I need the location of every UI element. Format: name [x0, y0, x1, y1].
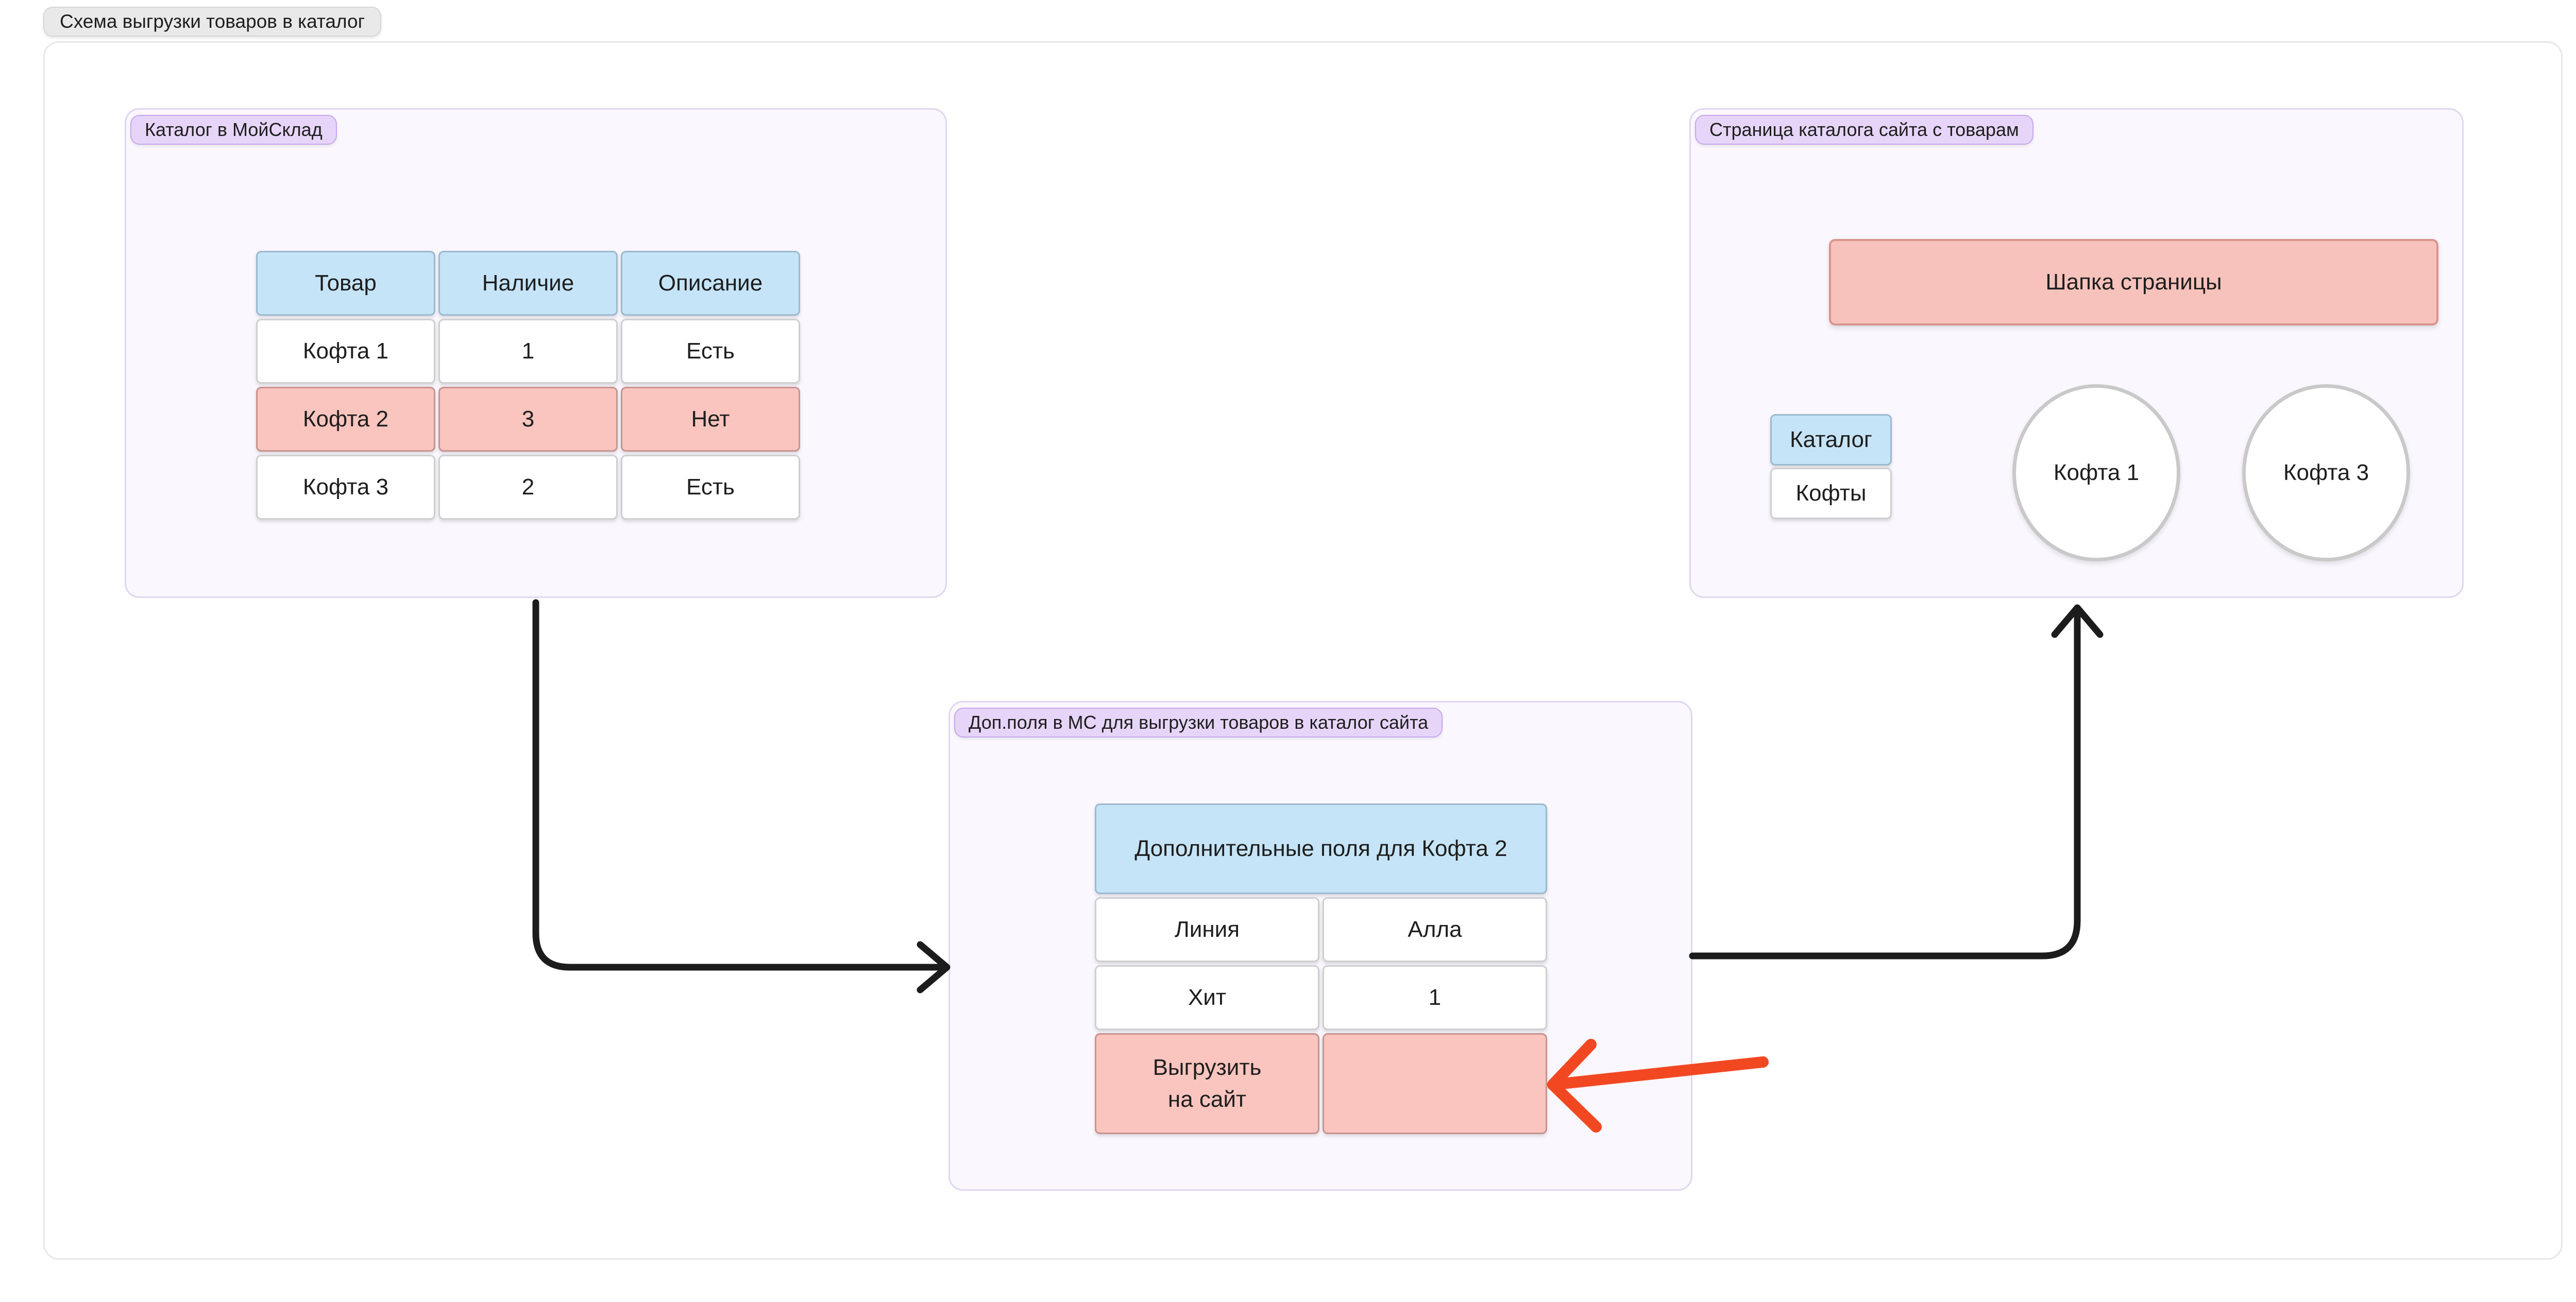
extra-fields-table-cell[interactable]: Алла — [1323, 897, 1547, 962]
box-site-catalog-page-label[interactable]: Страница каталога сайта с товарам — [1695, 115, 2033, 145]
extra-fields-table-cell-highlighted[interactable]: Выгрузить на сайт — [1095, 1033, 1319, 1134]
page-header-shape[interactable]: Шапка страницы — [1829, 239, 2438, 326]
products-table-cell[interactable]: Есть — [621, 455, 800, 520]
products-table-cell[interactable]: 1 — [438, 319, 618, 384]
product-circle[interactable]: Кофта 3 — [2242, 384, 2410, 561]
products-table-cell[interactable]: 2 — [438, 455, 618, 520]
box-extra-fields-label[interactable]: Доп.поля в МС для выгрузки товаров в кат… — [954, 708, 1443, 738]
extra-fields-table-cell[interactable]: Линия — [1095, 897, 1319, 962]
products-table-header-cell[interactable]: Товар — [256, 251, 435, 316]
catalog-menu-table: Каталог Кофты — [1770, 414, 1892, 519]
box-catalog-moysklad-label[interactable]: Каталог в МойСклад — [130, 115, 337, 145]
catalog-menu-cell[interactable]: Кофты — [1770, 468, 1892, 519]
extra-fields-table-cell[interactable]: 1 — [1323, 965, 1547, 1030]
products-table-cell-highlighted[interactable]: Нет — [621, 387, 800, 452]
box-extra-fields[interactable]: Доп.поля в МС для выгрузки товаров в кат… — [948, 701, 1692, 1191]
products-table-cell[interactable]: Кофта 3 — [256, 455, 435, 520]
extra-fields-table: Дополнительные поля для Кофта 2 Линия Ал… — [1095, 803, 1547, 1134]
product-circle[interactable]: Кофта 1 — [2012, 384, 2180, 561]
section-title-tab[interactable]: Схема выгрузки товаров в каталог — [43, 7, 382, 37]
box-catalog-moysklad[interactable]: Каталог в МойСклад Товар Наличие Описани… — [125, 108, 947, 598]
extra-fields-table-cell[interactable]: Хит — [1095, 965, 1319, 1030]
products-table-header-cell[interactable]: Наличие — [438, 251, 618, 316]
extra-fields-table-cell-highlighted[interactable] — [1323, 1033, 1547, 1134]
products-table: Товар Наличие Описание Кофта 1 1 Есть Ко… — [256, 251, 800, 520]
box-site-catalog-page[interactable]: Страница каталога сайта с товарам Шапка … — [1689, 108, 2464, 598]
products-table-header-cell[interactable]: Описание — [621, 251, 800, 316]
products-table-cell[interactable]: Кофта 1 — [256, 319, 435, 384]
catalog-menu-cell[interactable]: Каталог — [1770, 414, 1892, 466]
products-table-cell-highlighted[interactable]: 3 — [438, 387, 618, 452]
products-table-cell-highlighted[interactable]: Кофта 2 — [256, 387, 435, 452]
products-table-cell[interactable]: Есть — [621, 319, 800, 384]
extra-fields-table-header-cell[interactable]: Дополнительные поля для Кофта 2 — [1095, 803, 1547, 894]
